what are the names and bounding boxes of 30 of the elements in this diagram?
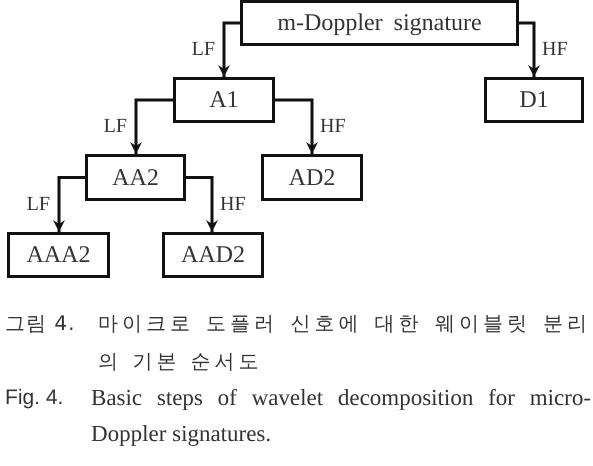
process-box <box>484 77 584 123</box>
process-box <box>85 154 186 201</box>
node-label: D1 <box>519 88 549 112</box>
process-box <box>173 77 275 123</box>
edge-label: LF <box>26 194 50 214</box>
node-label: m-Doppler signature <box>277 11 482 35</box>
caption-text: Basic steps of wavelet decomposition for micro-Doppler signatures. <box>91 384 591 448</box>
process-box <box>240 0 519 46</box>
arrow <box>275 98 318 154</box>
arrow <box>130 98 173 154</box>
process-box <box>7 232 110 278</box>
node-label: AD2 <box>288 166 336 190</box>
arrow <box>519 22 540 77</box>
caption-text: 마이크로 도플러 신호에 대한 웨이블릿 분리의 기본 순서도 <box>98 310 591 375</box>
arrow <box>218 22 240 77</box>
arrow <box>53 176 85 232</box>
process-box <box>162 232 264 278</box>
node-label: A1 <box>209 88 239 112</box>
caption-text: Fig. 4. <box>5 385 64 411</box>
edge-label: LF <box>192 39 215 59</box>
edge-label: HF <box>542 39 568 59</box>
arrow <box>186 176 218 232</box>
edge-label: HF <box>320 116 346 136</box>
caption-text: 그림 4. <box>5 310 76 337</box>
node-label: AAD2 <box>181 243 245 267</box>
edge-label: HF <box>220 194 246 214</box>
edge-label: LF <box>104 116 127 136</box>
node-label: AA2 <box>112 166 159 190</box>
node-label: AAA2 <box>26 243 90 267</box>
process-box <box>261 154 363 201</box>
